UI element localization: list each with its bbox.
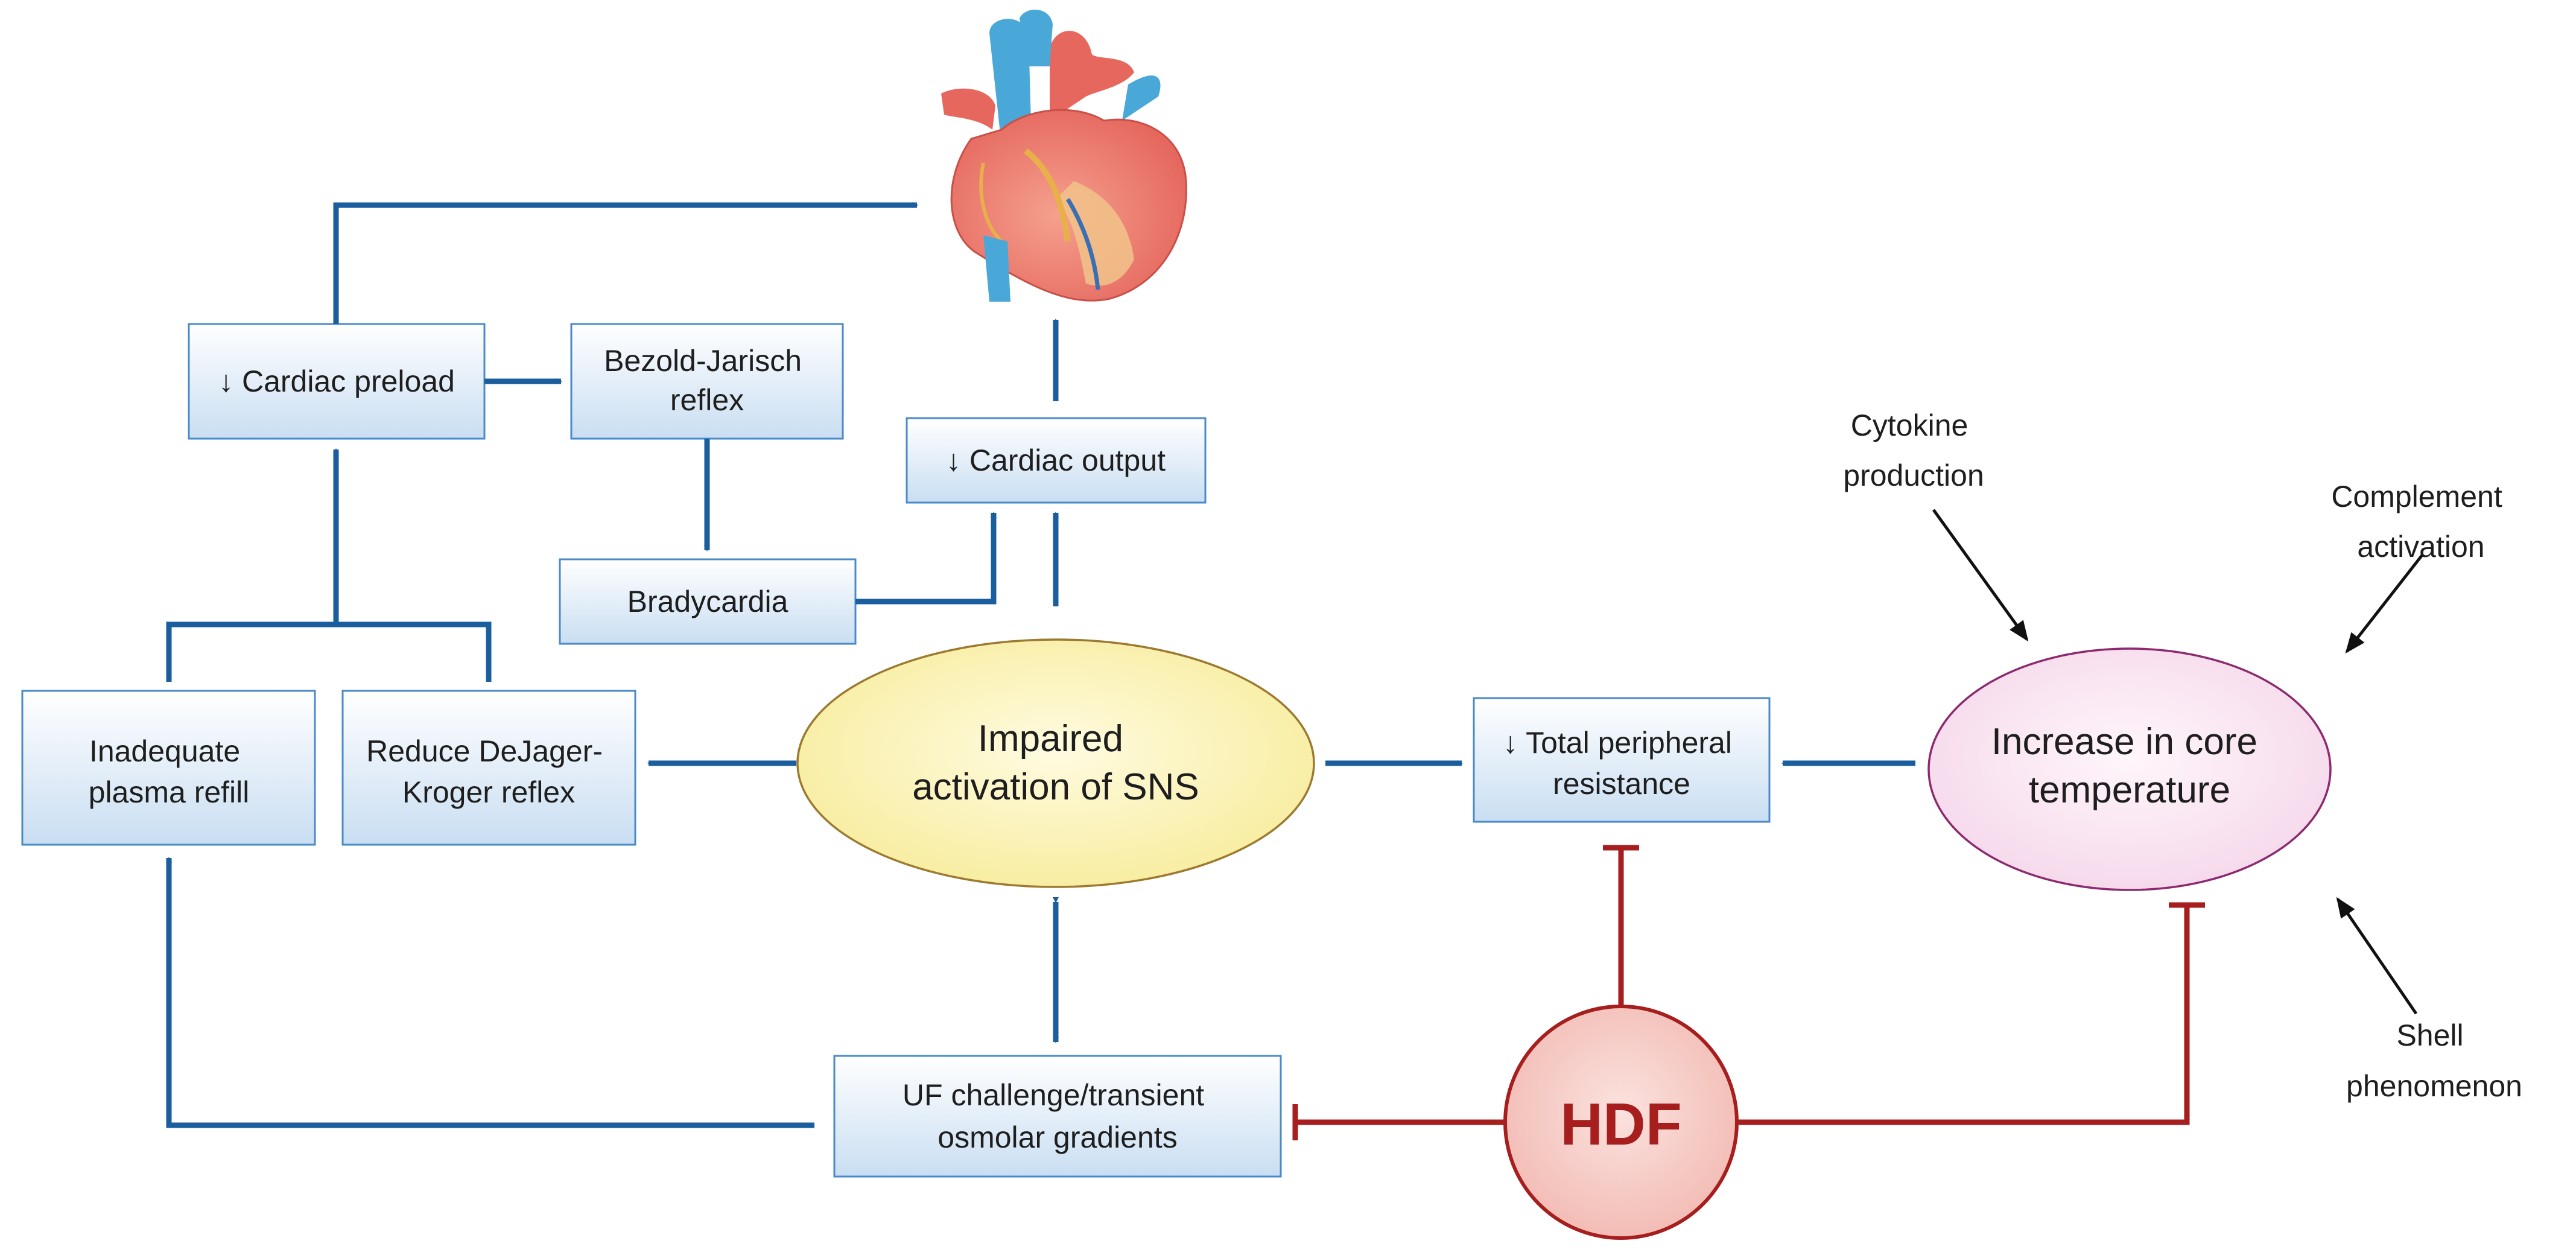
uf-challenge-label: UF challenge/transient osmolar gradients (903, 1078, 1213, 1154)
complement-arrow (2345, 554, 2423, 654)
hdf-to-core-inhibit-line (1737, 905, 2190, 1125)
bradycardia-to-output-arrow (855, 512, 997, 605)
shell-arrow (2336, 897, 2418, 1015)
total-peripheral-resistance-label: ↓ Total peripheral resistance (1503, 726, 1740, 801)
uf-to-refill-arrow (166, 857, 814, 1128)
dejager-kroger-box: Reduce DeJager- Kroger reflex (341, 690, 636, 846)
reflex-bracket-line (166, 621, 492, 682)
core-temperature-ellipse: Increase in core temperature (1927, 647, 2332, 891)
preload-to-heart-arrow (333, 202, 918, 324)
inadequate-plasma-refill-box: Inadequate plasma refill (21, 690, 316, 846)
anatomical-heart-icon (941, 10, 1187, 302)
sns-label: Impaired activation of SNS (912, 718, 1199, 808)
blue-connectors (166, 202, 1915, 1128)
hdf-label: HDF (1560, 1091, 1681, 1157)
bradycardia-box: Bradycardia (559, 558, 857, 645)
hdf-circle: HDF (1503, 1005, 1739, 1240)
total-peripheral-resistance-box: ↓ Total peripheral resistance (1473, 697, 1771, 823)
bezold-jarisch-label: Bezold-Jarisch reflex (604, 344, 810, 417)
uf-challenge-box: UF challenge/transient osmolar gradients (833, 1055, 1282, 1178)
inadequate-plasma-refill-label: Inadequate plasma refill (89, 734, 250, 809)
shell-phenomenon-label: Shell phenomenon (2346, 1018, 2522, 1103)
cardiac-preload-box: ↓ Cardiac preload (188, 323, 486, 440)
cardiac-output-label: ↓ Cardiac output (946, 443, 1166, 477)
red-inhibitors (1292, 845, 2205, 1140)
cytokine-arrow (1932, 509, 2029, 642)
complement-activation-label: Complement activation (2331, 480, 2510, 564)
dejager-kroger-label: Reduce DeJager- Kroger reflex (366, 734, 611, 809)
sns-ellipse: Impaired activation of SNS (796, 638, 1315, 888)
cytokine-production-label: Cytokine production (1843, 408, 1984, 492)
cardiac-preload-label: ↓ Cardiac preload (218, 364, 455, 398)
bradycardia-label: Bradycardia (627, 585, 788, 618)
black-connectors (1932, 509, 2423, 1015)
core-temperature-label: Increase in core temperature (1991, 721, 2268, 811)
cardiac-output-box: ↓ Cardiac output (906, 417, 1207, 504)
bezold-jarisch-box: Bezold-Jarisch reflex (570, 323, 844, 440)
